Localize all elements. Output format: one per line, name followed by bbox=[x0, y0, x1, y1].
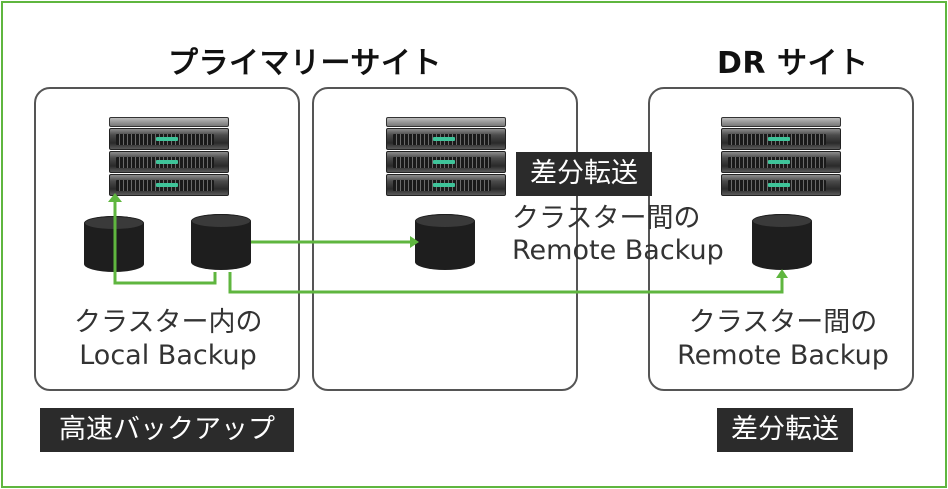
local-backup-arrow bbox=[113, 200, 217, 285]
dr-transfer-tag: 差分転送 bbox=[717, 408, 853, 452]
mid-remote-label-line2: Remote Backup bbox=[512, 235, 724, 266]
primary-site-title: プライマリーサイト bbox=[168, 46, 442, 81]
local-backup-label-line2: Local Backup bbox=[79, 340, 257, 371]
database-icon bbox=[191, 214, 251, 270]
dr-site-title: DR サイト bbox=[717, 46, 869, 81]
server-rack-icon bbox=[386, 117, 506, 196]
server-rack-icon bbox=[721, 117, 841, 196]
mid-remote-label-line1: クラスター間の bbox=[512, 203, 701, 234]
local-backup-label-line1: クラスター内の bbox=[74, 307, 263, 338]
database-icon bbox=[752, 214, 812, 270]
dr-remote-arrow bbox=[228, 272, 784, 294]
dr-remote-label-line1: クラスター間の bbox=[688, 307, 878, 338]
middle-transfer-tag: 差分転送 bbox=[516, 152, 652, 196]
server-rack-icon bbox=[109, 117, 229, 196]
dr-remote-label-line2: Remote Backup bbox=[677, 340, 889, 371]
fast-backup-tag: 高速バックアップ bbox=[40, 408, 294, 452]
database-icon bbox=[415, 214, 475, 270]
